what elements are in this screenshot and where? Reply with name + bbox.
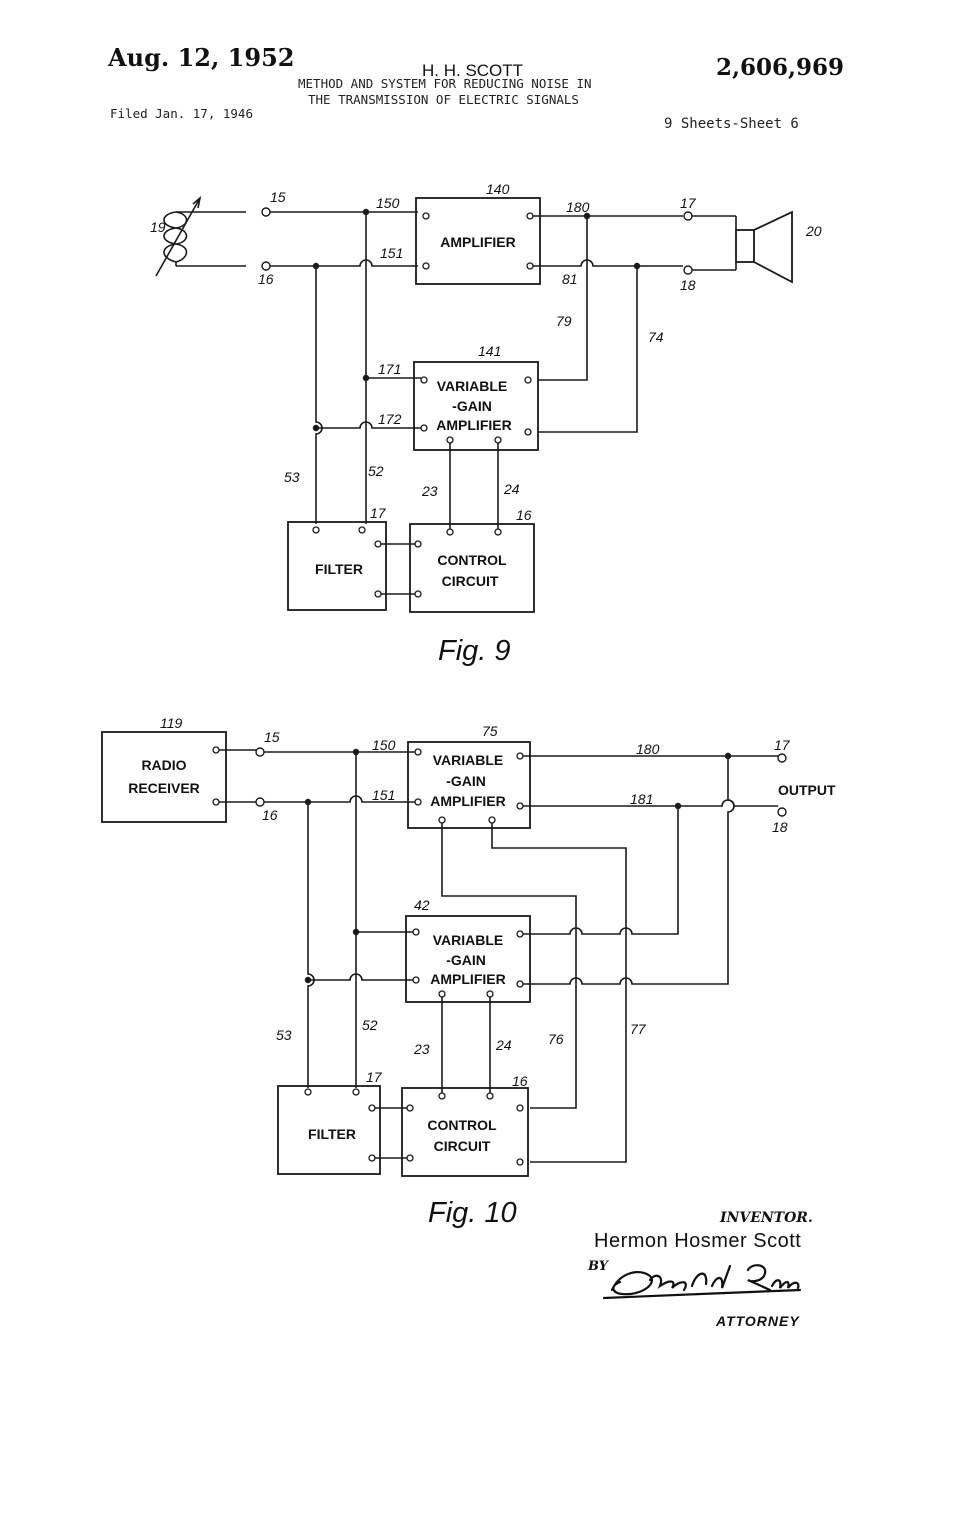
ref-171: 171 [378,361,401,377]
patent-number: 2,606,969 [716,54,844,81]
vga-label-line1: VARIABLE [437,378,508,394]
vga42-label-line2: -GAIN [446,952,486,968]
fig-10-caption: Fig. 10 [428,1197,517,1229]
ref-81: 81 [562,271,578,287]
ref-150: 150 [372,737,396,753]
ref-75: 75 [482,723,498,739]
ref-172: 172 [378,411,402,427]
ref-17-out: 17 [774,737,791,753]
vga42-label-line3: AMPLIFIER [430,971,505,987]
ref-24: 24 [495,1037,512,1053]
ref-16-control: 16 [516,507,532,523]
ref-15: 15 [264,729,280,745]
terminal-16 [255,797,265,807]
sheet-number: 9 Sheets-Sheet 6 [664,116,799,132]
ref-74: 74 [648,329,664,345]
filter-label: FILTER [315,561,363,577]
ref-18-out: 18 [680,277,696,293]
terminal-18 [777,807,787,817]
ref-180: 180 [636,741,660,757]
control-label-line1: CONTROL [437,552,507,568]
ref-23: 23 [421,483,438,499]
control-label-line2: CIRCUIT [434,1138,491,1154]
ref-17-out: 17 [680,195,697,211]
ref-18-out: 18 [772,819,788,835]
ref-52: 52 [368,463,384,479]
vga-label-line2: -GAIN [452,398,492,414]
vga-label-line3: AMPLIFIER [436,417,511,433]
vga42-label-line1: VARIABLE [433,932,504,948]
terminal-16 [261,261,271,271]
attorney-signature [602,1264,802,1300]
inventor-name: Hermon Hosmer Scott [594,1230,801,1252]
ref-77: 77 [630,1021,647,1037]
variable-gain-amplifier-75-block [407,741,531,829]
amplifier-block [415,197,541,285]
terminal-18 [683,265,693,275]
terminal-17 [777,753,787,763]
ref-16: 16 [262,807,278,823]
loudspeaker-icon [692,210,793,284]
title-line-1: METHOD AND SYSTEM FOR REDUCING NOISE IN [298,76,592,91]
fig-9-caption: Fig. 9 [438,635,511,667]
ref-140: 140 [486,181,510,197]
ref-16: 16 [258,271,274,287]
ref-24: 24 [503,481,520,497]
patent-date: Aug. 12, 1952 [107,43,294,72]
ref-180: 180 [566,199,590,215]
radio-label-line2: RECEIVER [128,780,200,796]
terminal-15 [261,207,271,217]
ref-141: 141 [478,343,501,359]
vga75-label-line2: -GAIN [446,773,486,789]
ref-20: 20 [805,223,822,239]
output-label: OUTPUT [778,782,836,798]
inventor-label: INVENTOR. [719,1210,813,1226]
ref-19: 19 [150,219,166,235]
control-circuit-block [401,1087,529,1177]
radio-label-line1: RADIO [141,757,186,773]
ref-52: 52 [362,1017,378,1033]
ref-17-filter: 17 [370,505,387,521]
ref-23: 23 [413,1041,430,1057]
ref-119: 119 [160,715,183,731]
ref-76: 76 [548,1031,564,1047]
variable-gain-amplifier-block [413,361,539,451]
signature-block: INVENTOR. Hermon Hosmer Scott BY ATTORNE… [587,1210,813,1329]
ref-53: 53 [276,1027,292,1043]
ref-15: 15 [270,189,286,205]
attorney-label: ATTORNEY [715,1313,800,1329]
filter-block [287,521,387,611]
terminal-17 [683,211,693,221]
radio-receiver-block [101,731,227,823]
terminal-15 [255,747,265,757]
amplifier-label: AMPLIFIER [440,234,515,250]
ref-79: 79 [556,313,572,329]
filed-date: Filed Jan. 17, 1946 [110,106,253,121]
control-circuit-block [409,523,535,613]
ref-17-filter: 17 [366,1069,383,1085]
ref-53: 53 [284,469,300,485]
vga75-label-line3: AMPLIFIER [430,793,505,809]
by-label: BY [587,1259,610,1274]
ref-151: 151 [380,245,403,261]
title-line-2: THE TRANSMISSION OF ELECTRIC SIGNALS [308,92,579,107]
filter-block [277,1085,381,1175]
ref-150: 150 [376,195,400,211]
filter-label: FILTER [308,1126,356,1142]
ref-181: 181 [630,791,653,807]
ref-151: 151 [372,787,395,803]
inventor-short-name: H. H. SCOTT [422,61,523,80]
vga75-label-line1: VARIABLE [433,752,504,768]
ref-16-control: 16 [512,1073,528,1089]
pickup-coil [155,195,246,277]
control-label-line2: CIRCUIT [442,573,499,589]
control-label-line1: CONTROL [427,1117,497,1133]
figure-10: RADIO RECEIVER 119 15 16 150 151 VARIABL… [101,715,836,1229]
variable-gain-amplifier-42-block [405,915,531,1003]
figure-9: 19 15 16 150 151 AMPLIFIER 140 180 81 17 [150,181,822,667]
ref-42: 42 [414,897,430,913]
